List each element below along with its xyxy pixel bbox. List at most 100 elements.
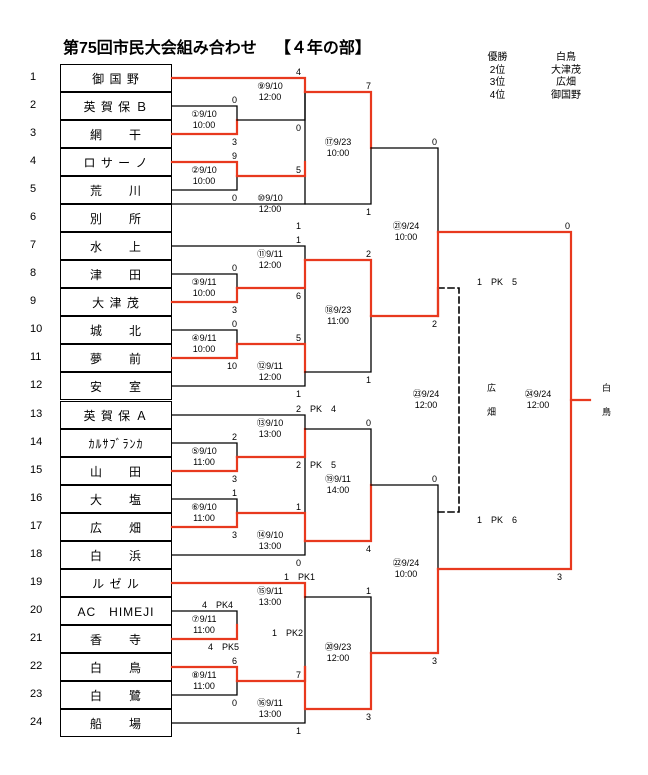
match-id: ①9/10 [191, 109, 217, 119]
page-title: 第75回市民大会組み合わせ【４年の部】 [63, 34, 371, 58]
team-number: 12 [30, 379, 43, 391]
match-id: ⑥9/10 [191, 502, 217, 512]
team-number: 15 [30, 464, 43, 476]
team-number: 17 [30, 520, 43, 532]
rank-label: 3位 [489, 77, 506, 88]
score-label: 3 [232, 137, 238, 147]
match-id: ⑤9/10 [191, 446, 217, 456]
match-id: ㉒9/24 [392, 558, 420, 568]
match-id: ㉑9/24 [392, 221, 420, 231]
score-label: 0 [232, 95, 238, 105]
match-time: 13:00 [258, 429, 282, 439]
team-number: 22 [30, 660, 43, 672]
score-label: 1 [366, 207, 372, 217]
rank-team: 大津茂 [551, 64, 581, 76]
winner-name: 畑 [487, 407, 497, 417]
winner-line [170, 342, 239, 360]
score-label: 1 [296, 221, 302, 231]
score-label: 1 PK2 [272, 628, 304, 638]
winner-line [235, 511, 307, 543]
score-label: 2 PK 4 [296, 404, 337, 414]
match-time: 12:00 [258, 204, 282, 214]
winner-line [170, 286, 239, 304]
winner-line [303, 258, 373, 318]
score-label: 4 [296, 67, 302, 77]
score-label: 1 PK 6 [477, 515, 518, 525]
rank-label: 優勝 [487, 52, 508, 63]
ranking-row: 優勝 白鳥 [470, 52, 620, 65]
match-time: 12:00 [258, 92, 282, 102]
winner-line [235, 258, 307, 290]
score-label: 2 PK 5 [296, 460, 337, 470]
third-place-line [437, 287, 460, 513]
team-number: 16 [30, 492, 43, 504]
winner-line [436, 230, 573, 402]
winner-line [170, 160, 239, 178]
match-time: 10:00 [192, 288, 216, 298]
rank-team: 白鳥 [556, 52, 576, 63]
score-label: 3 [232, 530, 238, 540]
score-label: 5 [296, 165, 302, 175]
match-id: ⑦9/11 [191, 614, 217, 624]
score-label: 1 PK 5 [477, 277, 518, 287]
score-label: 1 [366, 375, 372, 385]
score-label: 1 PK1 [284, 572, 316, 582]
champion-name: 鳥 [602, 407, 612, 417]
score-label: 1 [296, 235, 302, 245]
ranking-row: 3位広畑 [470, 77, 620, 90]
match-time: 10:00 [192, 176, 216, 186]
score-label: 2 [232, 432, 238, 442]
score-label: 1 [296, 502, 302, 512]
ranking-row: 2位 大津茂 [470, 65, 620, 78]
winner-line [236, 91, 306, 121]
score-label: 10 [227, 361, 238, 371]
score-label: 4 [366, 544, 372, 554]
rank-label: 4位 [489, 89, 506, 101]
bracket-line [171, 414, 306, 556]
match-id: ⑳9/23 [324, 642, 352, 652]
score-label: 0 [432, 137, 438, 147]
score-label: 3 [232, 305, 238, 315]
winner-line [170, 581, 307, 599]
match-time: 12:00 [414, 400, 438, 410]
winner-line [170, 76, 307, 94]
winner-line [235, 342, 307, 374]
score-label: 1 [296, 726, 302, 736]
winner-line [235, 160, 307, 178]
match-time: 10:00 [326, 148, 350, 158]
team-number: 4 [30, 155, 37, 167]
match-id: ⑭9/10 [256, 530, 284, 540]
tournament-title: 第75回市民大会組み合わせ [63, 40, 257, 57]
score-label: 0 [232, 319, 238, 329]
rank-label: 2位 [489, 64, 506, 76]
match-time: 12:00 [258, 372, 282, 382]
score-label: 4 PK5 [208, 642, 240, 652]
team-number: 6 [30, 211, 37, 223]
match-id: ⑰9/23 [324, 137, 352, 147]
score-label: 3 [557, 572, 563, 582]
score-label: 0 [232, 263, 238, 273]
champion-name: 白 [602, 383, 612, 393]
team-number: 9 [30, 295, 37, 307]
match-time: 13:00 [258, 541, 282, 551]
team-number: 23 [30, 688, 43, 700]
score-label: 0 [296, 123, 302, 133]
rankings: 優勝白鳥 2位大津茂 3位広畑 4位御国野 [470, 52, 620, 102]
winner-line [303, 90, 373, 150]
match-time: 11:00 [327, 316, 349, 326]
match-time: 10:00 [394, 569, 418, 579]
score-label: 3 [232, 474, 238, 484]
match-time: 10:00 [394, 232, 418, 242]
team-number: 5 [30, 183, 37, 195]
team-number: 7 [30, 239, 37, 251]
score-label: 1 [366, 586, 372, 596]
match-time: 11:00 [193, 513, 215, 523]
winner-line [303, 651, 373, 711]
match-id: ⑪9/11 [257, 249, 283, 259]
match-time: 11:00 [193, 457, 215, 467]
score-label: 1 [232, 488, 238, 498]
team-number: 24 [30, 716, 43, 728]
division-label: 【４年の部】 [274, 40, 371, 57]
match-id: ②9/10 [191, 165, 217, 175]
